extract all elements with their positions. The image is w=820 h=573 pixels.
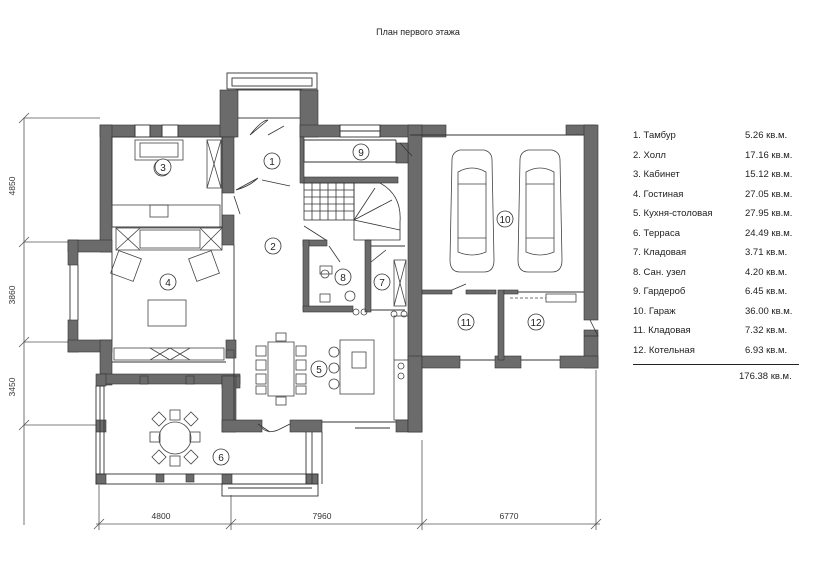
dimension-lines-bottom: [93, 370, 602, 530]
room-number-7: 7: [379, 278, 385, 289]
room-number-4: 4: [165, 278, 171, 289]
dim-bottom-3: 6770: [500, 511, 519, 521]
legend-room-area: 6.93 кв.м.: [745, 344, 788, 356]
legend-room-name: 2. Холл: [633, 149, 666, 161]
dim-left-2: 3860: [7, 285, 17, 304]
legend-room-area: 6.45 кв.м.: [745, 286, 788, 297]
legend-row: 8. Сан. узел 4.20 кв.м.: [633, 263, 803, 283]
room-number-5: 5: [316, 365, 322, 376]
legend-row: 6. Терраса 24.49 кв.м.: [633, 224, 803, 244]
room-number-3: 3: [160, 163, 166, 174]
doors: [233, 119, 599, 433]
legend-row: 7. Кладовая 3.71 кв.м.: [633, 243, 803, 263]
plan-title: План первого этажа: [376, 27, 460, 37]
legend-row: 5. Кухня-столовая 27.95 кв.м.: [633, 204, 803, 224]
room-number-12: 12: [530, 318, 542, 329]
room-number-6: 6: [218, 453, 224, 464]
entrance-bay: [226, 72, 318, 119]
legend-room-area: 27.05 кв.м.: [745, 188, 793, 200]
room-numbers: 1 2 3 4 5 6 7 8 9 10 11 12: [160, 148, 542, 464]
legend-row: 11. Кладовая 7.32 кв.м.: [633, 321, 803, 341]
legend-room-name: 9. Гардероб: [633, 286, 686, 297]
dimension-lines-left: [18, 112, 100, 525]
legend-row: 12. Котельная 6.93 кв.м.: [633, 341, 803, 361]
room-number-1: 1: [269, 157, 275, 168]
legend-room-area: 36.00 кв.м.: [745, 305, 793, 317]
room-markers: [154, 143, 545, 466]
room-number-9: 9: [358, 148, 364, 159]
legend-room-area: 7.32 кв.м.: [745, 325, 788, 336]
dim-left-1: 4850: [7, 176, 17, 195]
legend-room-area: 15.12 кв.м.: [745, 169, 793, 180]
legend-row: 10. Гараж 36.00 кв.м.: [633, 302, 803, 322]
legend-row: 2. Холл 17.16 кв.м.: [633, 146, 803, 166]
room-legend: 1. Тамбур 5.26 кв.м. 2. Холл 17.16 кв.м. 3…: [633, 126, 803, 365]
legend-row: 9. Гардероб 6.45 кв.м.: [633, 282, 803, 302]
legend-room-area: 24.49 кв.м.: [745, 227, 793, 239]
legend-room-area: 4.20 кв.м.: [745, 266, 788, 278]
legend-room-name: 4. Гостиная: [633, 188, 684, 200]
room-number-10: 10: [499, 215, 511, 226]
legend-room-name: 6. Терраса: [633, 227, 680, 239]
legend-room-name: 3. Кабинет: [633, 169, 680, 180]
dim-left-3: 3450: [7, 377, 17, 396]
room-number-8: 8: [340, 273, 346, 284]
legend-row: 3. Кабинет 15.12 кв.м.: [633, 165, 803, 185]
dim-bottom-2: 7960: [313, 511, 332, 521]
furniture: [110, 139, 577, 467]
legend-room-area: 5.26 кв.м.: [745, 130, 788, 141]
legend-room-name: 12. Котельная: [633, 344, 695, 356]
legend-divider: [633, 364, 799, 365]
legend-room-name: 10. Гараж: [633, 305, 676, 317]
legend-row: 1. Тамбур 5.26 кв.м.: [633, 126, 803, 146]
legend-room-name: 1. Тамбур: [633, 130, 676, 141]
room-number-11: 11: [461, 318, 472, 329]
legend-room-area: 3.71 кв.м.: [745, 247, 788, 258]
legend-room-name: 5. Кухня-столовая: [633, 208, 713, 219]
walls: [67, 89, 599, 485]
legend-room-name: 11. Кладовая: [633, 325, 691, 336]
room-number-2: 2: [270, 242, 276, 253]
legend-room-area: 17.16 кв.м.: [745, 149, 793, 161]
dim-bottom-1: 4800: [152, 511, 171, 521]
total-area: 176.38 кв.м.: [739, 371, 792, 382]
legend-room-area: 27.95 кв.м.: [745, 208, 793, 219]
legend-row: 4. Гостиная 27.05 кв.м.: [633, 185, 803, 205]
legend-room-name: 8. Сан. узел: [633, 266, 686, 278]
staircase: [303, 182, 401, 241]
legend-room-name: 7. Кладовая: [633, 247, 687, 258]
